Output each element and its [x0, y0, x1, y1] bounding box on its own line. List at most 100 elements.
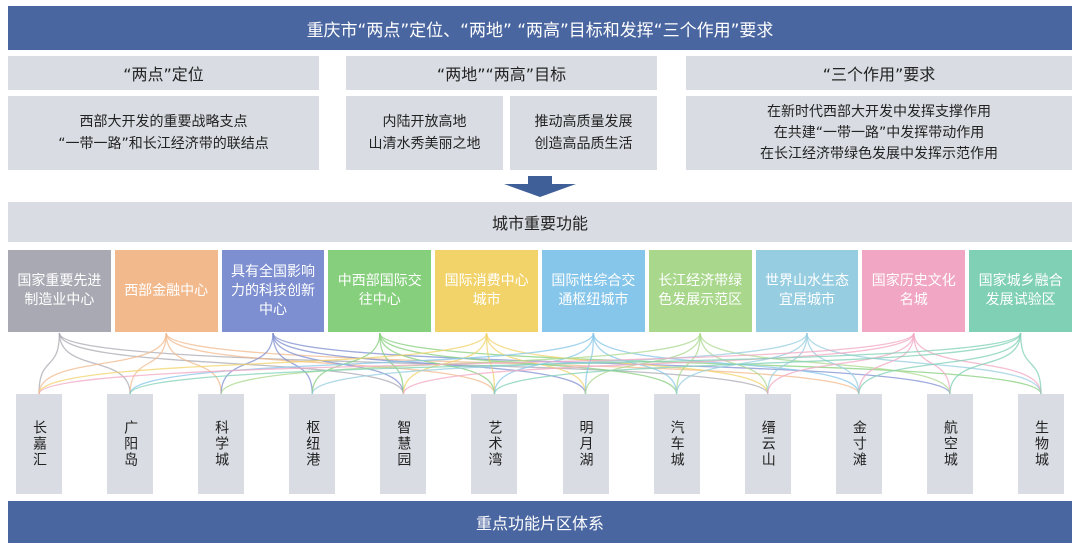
connection-line: [402, 332, 915, 395]
connection-line: [38, 332, 167, 395]
connection-line: [38, 332, 488, 395]
area-box: 广阳岛: [107, 394, 154, 494]
connection-line: [220, 332, 274, 395]
area-label: 金寸滩: [850, 420, 867, 468]
roles-body: 在新时代西部大开发中发挥支撑作用 在共建“一带一路”中发挥带动作用 在长江经济带…: [686, 96, 1072, 170]
connection-line: [165, 332, 860, 395]
connection-line: [584, 332, 595, 395]
connection-line: [699, 332, 769, 395]
title-banner: 重庆市“两点”定位、“两地” “两高”目标和发挥“三个作用”要求: [8, 6, 1072, 50]
function-label: 国际性综合交通枢纽城市: [551, 273, 636, 308]
connection-line: [58, 332, 405, 395]
area-box: 长嘉汇: [16, 394, 62, 494]
connection-line: [858, 332, 915, 395]
area-label: 智慧园: [395, 420, 412, 468]
connection-line: [858, 332, 1022, 395]
area-label: 长嘉汇: [31, 420, 47, 468]
area-label: 航空城: [941, 420, 958, 468]
connection-line: [129, 332, 167, 395]
goals-line: 内陆开放高地: [382, 114, 467, 130]
function-label: 国家重要先进制造业中心: [17, 273, 102, 308]
area-label: 缙云山: [759, 420, 776, 468]
connection-line: [592, 332, 860, 395]
connection-line: [493, 332, 595, 395]
area-box: 缙云山: [744, 394, 791, 494]
positioning-header: “两点”定位: [8, 56, 319, 90]
positioning-header-label: “两点”定位: [123, 65, 204, 84]
function-label: 中西部国际交往中心: [337, 273, 422, 308]
area-label: 生物城: [1033, 420, 1049, 468]
function-label: 西部金融中心: [124, 282, 209, 299]
connection-line: [767, 332, 808, 395]
area-box: 生物城: [1018, 394, 1064, 494]
connection-line: [220, 332, 701, 395]
connection-line: [165, 332, 222, 395]
area-label: 艺术湾: [486, 420, 503, 468]
connection-line: [311, 332, 808, 395]
function-box: 西部金融中心: [114, 250, 218, 332]
footer-label: 重点功能片区体系: [475, 514, 604, 533]
roles-line: 在新时代西部大开发中发挥支撑作用: [767, 103, 991, 120]
area-label: 广阳岛: [122, 420, 139, 468]
positioning-line: “一带一路”和长江经济带的联结点: [58, 136, 269, 152]
down-arrow-icon: [504, 176, 576, 197]
connection-line: [379, 332, 678, 395]
connection-line: [592, 332, 678, 395]
connection-line: [38, 332, 61, 395]
area-label: 枢纽港: [304, 420, 321, 468]
connection-line: [38, 332, 915, 395]
connection-line: [806, 332, 860, 395]
roles-header: “三个作用”要求: [686, 56, 1072, 90]
connection-line: [379, 332, 405, 395]
function-label: 世界山水生态宜居城市: [764, 273, 849, 308]
function-label: 国家城乡融合发展试验区: [978, 273, 1063, 308]
area-box: 艺术湾: [471, 394, 518, 494]
function-box: 国际性综合交通枢纽城市: [542, 250, 645, 332]
roles-line: 在共建“一带一路”中发挥带动作用: [773, 124, 985, 141]
connection-line: [311, 332, 381, 395]
function-box: 具有全国影响力的科技创新中心: [221, 250, 325, 332]
area-box: 航空城: [926, 394, 973, 494]
connection-line: [767, 332, 915, 395]
goals-header: “两地”“两高”目标: [346, 56, 657, 90]
connection-line: [913, 332, 951, 395]
footer-banner: 重点功能片区体系: [8, 501, 1072, 543]
connection-line: [402, 332, 488, 395]
connection-line: [272, 332, 951, 395]
area-label: 明月湖: [577, 420, 594, 468]
connection-line: [584, 332, 701, 395]
connection-line: [1019, 332, 1042, 395]
connection-line: [675, 332, 808, 395]
connection-line: [493, 332, 1022, 395]
function-label: 长江经济带绿色发展示范区: [658, 273, 743, 308]
area-box: 明月湖: [562, 394, 609, 494]
goals-line: 创造高品质生活: [534, 136, 633, 152]
connection-line: [949, 332, 1022, 395]
function-box: 世界山水生态宜居城市: [755, 250, 859, 332]
function-label: 国际消费中心城市: [444, 273, 529, 308]
connection-line: [485, 332, 769, 395]
area-box: 金寸滩: [835, 394, 882, 494]
goals-header-label: “两地”“两高”目标: [436, 65, 567, 84]
area-label: 汽车城: [668, 420, 685, 468]
connection-line: [58, 332, 769, 395]
connection-line: [806, 332, 1042, 395]
connection-line: [379, 332, 496, 395]
goals-body-right: 推动高质量发展 创造高品质生活: [510, 96, 657, 170]
area-box: 枢纽港: [289, 394, 336, 494]
function-box: 国家历史文化名城: [862, 250, 966, 332]
goals-body-left: 内陆开放高地 山清水秀美丽之地: [346, 96, 503, 170]
area-box: 智慧园: [380, 394, 427, 494]
connection-line: [913, 332, 1042, 395]
connection-line: [272, 332, 405, 395]
goals-line: 推动高质量发展: [534, 114, 633, 130]
connection-line: [379, 332, 1042, 395]
roles-line: 在长江经济带绿色发展中发挥示范作用: [760, 145, 998, 162]
functions-header-label: 城市重要功能: [491, 214, 588, 233]
function-box: 国家重要先进制造业中心: [8, 250, 111, 332]
function-label: 具有全国影响力的科技创新中心: [230, 263, 315, 318]
function-box: 长江经济带绿色发展示范区: [648, 250, 752, 332]
connection-line: [485, 332, 496, 395]
goals-line: 山清水秀美丽之地: [368, 136, 481, 152]
functions-header: 城市重要功能: [8, 202, 1072, 242]
